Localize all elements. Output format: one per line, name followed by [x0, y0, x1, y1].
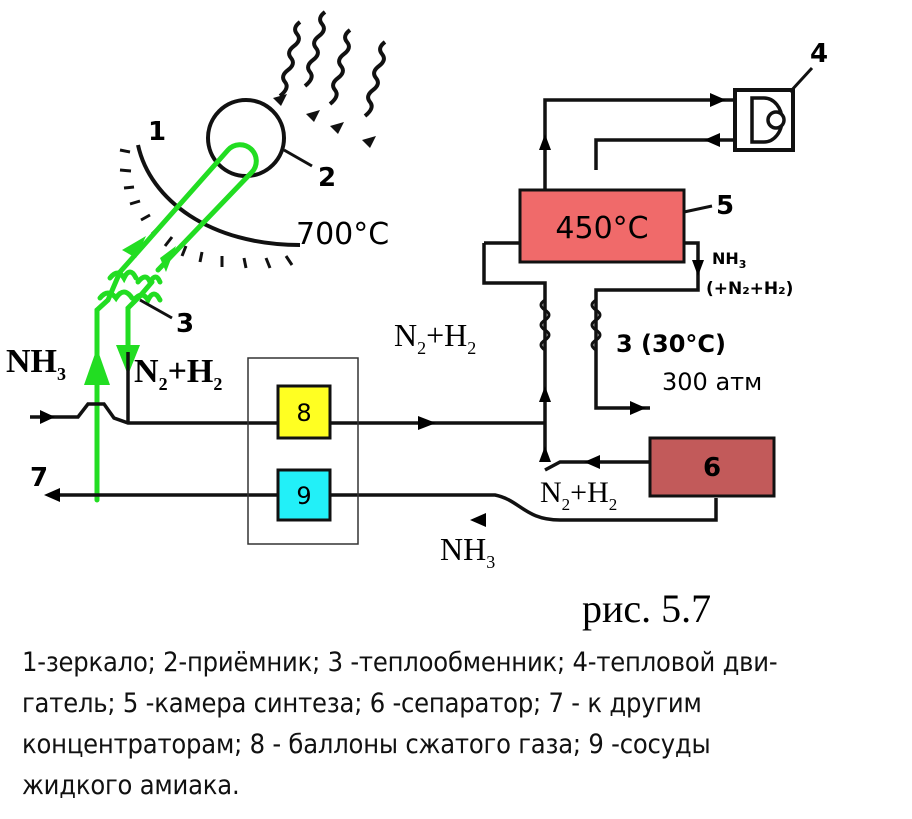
arrow-left-bottom-icon — [470, 513, 486, 527]
arrow-to-mid-icon — [418, 416, 436, 430]
compressed-gas-label: 8 — [296, 399, 311, 427]
arrow-down-nh3-icon — [692, 260, 704, 276]
legend-line: 1-зеркало; 2-приёмник; 3 -теплообменник;… — [22, 647, 778, 678]
pressure-label: 300 атм — [662, 368, 762, 396]
liquid-ammonia-box — [276, 468, 332, 522]
arrow-right-separator-icon — [630, 401, 646, 415]
n2h2-mid-label: N2+H2 — [394, 317, 476, 358]
arrow-left-engine-icon — [704, 133, 720, 147]
legend-line: жидкого амиака. — [22, 770, 240, 801]
hx-left-leader — [139, 298, 173, 320]
separator-box — [648, 436, 776, 498]
mirror-arc — [136, 144, 301, 247]
heat-exchanger-coils — [539, 298, 602, 352]
engine-leader — [788, 66, 814, 94]
mirror-hatching — [119, 148, 294, 269]
liquid-ammonia-label: 9 — [296, 482, 311, 510]
receiver-circle — [206, 98, 286, 178]
arrow-up-junction-icon — [539, 446, 551, 462]
pipes — [30, 98, 735, 522]
label-3-left: 3 — [176, 309, 194, 339]
legend: 1-зеркало; 2-приёмник; 3 -теплообменник;… — [22, 642, 902, 806]
label-1: 1 — [148, 117, 166, 147]
hx3-label: 3 (30°C) — [616, 330, 726, 358]
synthesis-chamber-temp: 450°C — [555, 211, 648, 246]
label-2: 2 — [318, 163, 336, 193]
sun-ray-arrowheads — [273, 94, 376, 148]
label-7: 7 — [30, 463, 48, 493]
figure-caption: рис. 5.7 — [582, 586, 712, 631]
nh3-small-extra: (+N₂+H₂) — [706, 279, 793, 299]
n2h2-bottom-label: N2+H2 — [540, 476, 617, 514]
arrow-right-engine-icon — [710, 93, 726, 107]
receiver-leader — [283, 148, 313, 168]
green-arrow-loop-up-icon — [122, 236, 146, 258]
receiver-temperature: 700°C — [296, 217, 389, 252]
arrow-up-n2h2-icon — [539, 386, 551, 402]
legend-line: гатель; 5 -камера синтеза; 6 -сепаратор;… — [22, 688, 702, 719]
nh3-bottom-label: NH3 — [440, 531, 495, 572]
green-arrow-up-icon — [84, 348, 110, 385]
heat-engine — [733, 88, 795, 152]
storage-frame — [247, 357, 359, 545]
label-4: 4 — [810, 39, 828, 69]
sun-rays — [278, 10, 387, 118]
arrow-up-chamber-icon — [539, 134, 551, 150]
legend-line: концентраторам; 8 - баллоны сжатого газа… — [22, 729, 711, 760]
nh3-left-label: NH3 — [6, 343, 66, 384]
n2h2-left-label: N2+H2 — [134, 353, 222, 394]
green-flow-loop — [94, 142, 259, 503]
separator-label: 6 — [703, 453, 721, 483]
compressed-gas-box — [276, 384, 332, 440]
arrow-left-separator-icon — [584, 455, 600, 469]
green-arrow-loop-down-icon — [160, 246, 176, 272]
arrow-out-7-icon — [44, 488, 60, 502]
flow-arrows — [40, 93, 726, 527]
nh3-small-label: NH3 — [712, 249, 746, 271]
arrow-in-left-icon — [40, 410, 55, 424]
chamber-leader — [683, 204, 713, 214]
label-5: 5 — [716, 191, 734, 221]
synthesis-chamber-box — [518, 188, 686, 264]
